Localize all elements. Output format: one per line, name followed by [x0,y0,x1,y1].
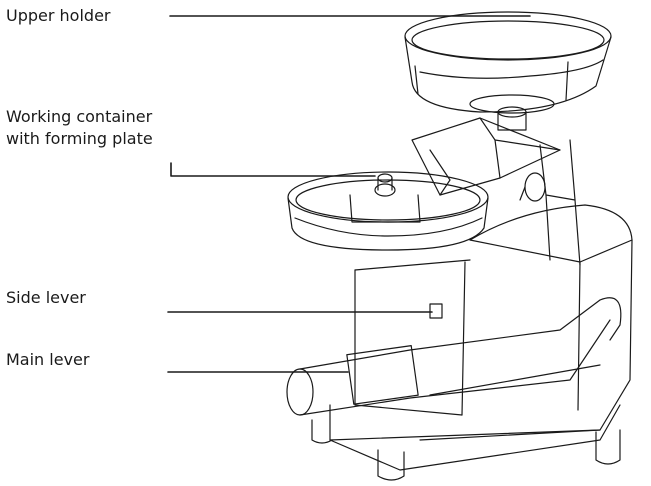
press-column [519,139,581,266]
leader-lines [167,15,531,373]
press-housing [354,204,633,441]
label-side-lever: Side lever [6,288,86,307]
label-working-container-line1: Working container [6,107,153,126]
upper-holder-bowl [404,11,612,131]
working-container-bowl [287,171,489,251]
press-arm [411,117,561,196]
label-main-lever: Main lever [6,350,90,369]
press-base [311,404,621,481]
label-working-container-line2: with forming plate [6,129,153,148]
main-lever [286,297,622,416]
leader-working-container [170,162,376,177]
label-working-container: Working container with forming plate [6,106,153,150]
label-upper-holder: Upper holder [6,6,111,25]
